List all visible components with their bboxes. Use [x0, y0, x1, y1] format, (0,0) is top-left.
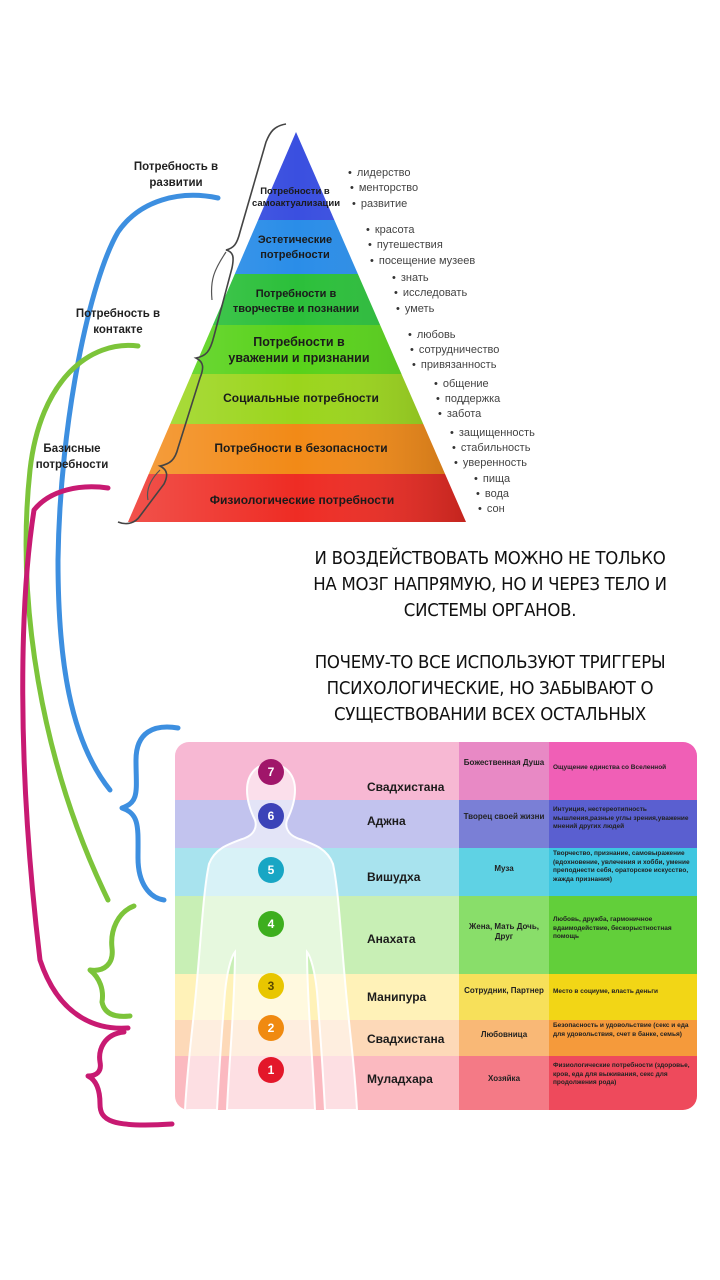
bullet-item: сотрудничество	[410, 343, 500, 358]
magenta-brace	[85, 1029, 175, 1128]
magenta-connector	[20, 484, 131, 1031]
bullet-item: любовь	[408, 328, 456, 343]
chakra-number-badge: 6	[258, 803, 284, 829]
chakra-number-badge: 1	[258, 1057, 284, 1083]
bullet-item: знать	[392, 271, 429, 286]
bullet-item: привязанность	[412, 358, 497, 373]
chakra-number-badge: 7	[258, 759, 284, 785]
headline-line: СУЩЕСТВОВАНИИ ВСЕХ ОСТАЛЬНЫХ	[333, 704, 647, 725]
chakra-name: Анахата	[367, 932, 416, 946]
chakra-name: Муладхара	[367, 1072, 433, 1086]
chakra-row-right	[549, 896, 697, 974]
bullet-item: посещение музеев	[370, 254, 475, 269]
pyramid-shine	[128, 132, 466, 522]
chakra-row	[175, 800, 697, 848]
body-silhouette	[183, 762, 359, 1110]
chakra-row-mid	[459, 742, 549, 800]
chakra-row-right	[549, 742, 697, 800]
chakra-row-right	[549, 1020, 697, 1056]
chakra-name: Свадхистана	[367, 1032, 445, 1046]
bullet-item: лидерство	[348, 166, 411, 181]
chakra-description: Ощущение единства со Вселенной	[553, 764, 667, 771]
blue-brace	[119, 724, 181, 903]
chakra-role: Сотрудник, Партнер	[464, 986, 544, 995]
pyramid-level-label: Эстетические потребности	[257, 234, 333, 261]
bullet-item: защищенность	[450, 426, 535, 441]
headline-line: СИСТЕМЫ ОРГАНОВ.	[403, 600, 577, 621]
chakra-number-badge: 5	[258, 857, 284, 883]
chakra-number-badge: 3	[258, 973, 284, 999]
pyramid-level-label: Потребности в самоактуализации	[252, 186, 341, 209]
chakra-row	[175, 742, 697, 800]
chakra-row-mid	[459, 896, 549, 974]
bullet-item: менторство	[350, 181, 418, 196]
chakra-description: Творчество, признание, самовыражение (вд…	[553, 850, 690, 883]
chakra-row	[175, 1056, 697, 1110]
bullet-item: забота	[438, 407, 481, 422]
chakra-name: Свадхистана	[367, 780, 445, 794]
chakra-role: Творец своей жизни	[463, 812, 545, 821]
headline-line: ПОЧЕМУ-ТО ВСЕ ИСПОЛЬЗУЮТ ТРИГГЕРЫ	[314, 652, 666, 673]
chakra-row-right	[549, 974, 697, 1020]
group-brace-accent	[146, 251, 227, 501]
pyramid-svg	[117, 123, 466, 525]
chakra-number-badge: 4	[258, 911, 284, 937]
bullet-item: пища	[474, 472, 510, 487]
chakra-row-right	[549, 1056, 697, 1110]
chakra-description: Место в социуме, власть деньги	[553, 988, 658, 995]
bullet-item: поддержка	[436, 392, 500, 407]
chakra-role: Любовница	[480, 1030, 528, 1039]
chakra-name: Аджна	[367, 814, 406, 828]
bullet-item: исследовать	[394, 286, 467, 301]
chakra-row-mid	[459, 1056, 549, 1110]
bullet-item: уметь	[396, 302, 434, 317]
chakra-description: Интуиция, нестереотипность мышления,разн…	[553, 806, 689, 830]
bullet-item: путешествия	[368, 238, 443, 253]
chakra-row-mid	[459, 974, 549, 1020]
chakra-role: Муза	[494, 864, 514, 873]
chakra-number-badge: 2	[258, 1015, 284, 1041]
bullet-item: вода	[476, 487, 509, 502]
chakra-description: Безопасность и удовольствие (секс и еда …	[553, 1022, 689, 1038]
bullet-item: стабильность	[452, 441, 531, 456]
group-brace	[117, 123, 287, 525]
bullet-item: красота	[366, 223, 415, 238]
chakra-row-mid	[459, 1020, 549, 1056]
green-connector	[23, 342, 141, 903]
chakra-row-right	[549, 800, 697, 848]
chakra-row-mid	[459, 800, 549, 848]
bullet-item: общение	[434, 377, 489, 392]
chakra-row-bg	[175, 800, 459, 848]
chakra-role: Хозяйка	[487, 1074, 521, 1083]
pyramid-level-label: Потребности в творчестве и познании	[232, 288, 360, 315]
chakra-row-bg	[175, 1056, 459, 1110]
chakra-role: Божественная Душа	[463, 758, 545, 767]
pyramid-level-label: Потребности в уважении и признании	[228, 335, 370, 365]
green-brace	[87, 903, 137, 1019]
chakra-description: Физиологические потребности (здоровье, к…	[553, 1062, 690, 1086]
headline-line: И ВОЗДЕЙСТВОВАТЬ МОЖНО НЕ ТОЛЬКО	[314, 548, 666, 569]
group-label-basic: Базисные потребности	[35, 443, 109, 471]
chakra-name: Манипура	[367, 990, 427, 1004]
pyramid-level-label: Социальные потребности	[223, 391, 379, 405]
chakra-description: Любовь, дружба, гармоничное вдаимодейств…	[553, 916, 672, 940]
bullet-item: уверенность	[454, 456, 527, 471]
pyramid-level-label: Потребности в безопасности	[214, 441, 388, 455]
headline-line: НА МОЗГ НАПРЯМУЮ, НО И ЧЕРЕЗ ТЕЛО И	[313, 574, 667, 595]
bullet-item: сон	[478, 502, 505, 517]
group-label-development: Потребность в развитии	[133, 161, 219, 189]
chakra-name: Вишудха	[367, 870, 421, 884]
chakra-row-right	[549, 848, 697, 896]
bullet-item: развитие	[352, 197, 407, 212]
chakra-row-bg	[175, 742, 459, 800]
pyramid-level-label: Физиологические потребности	[209, 493, 395, 507]
headline-line: ПСИХОЛОГИЧЕСКИЕ, НО ЗАБЫВАЮТ О	[326, 678, 654, 699]
chakra-row-mid	[459, 848, 549, 896]
chakra-role: Жена, Мать Дочь, Друг	[469, 922, 539, 941]
blue-connector	[55, 192, 221, 793]
group-label-contact: Потребность в контакте	[75, 308, 161, 336]
